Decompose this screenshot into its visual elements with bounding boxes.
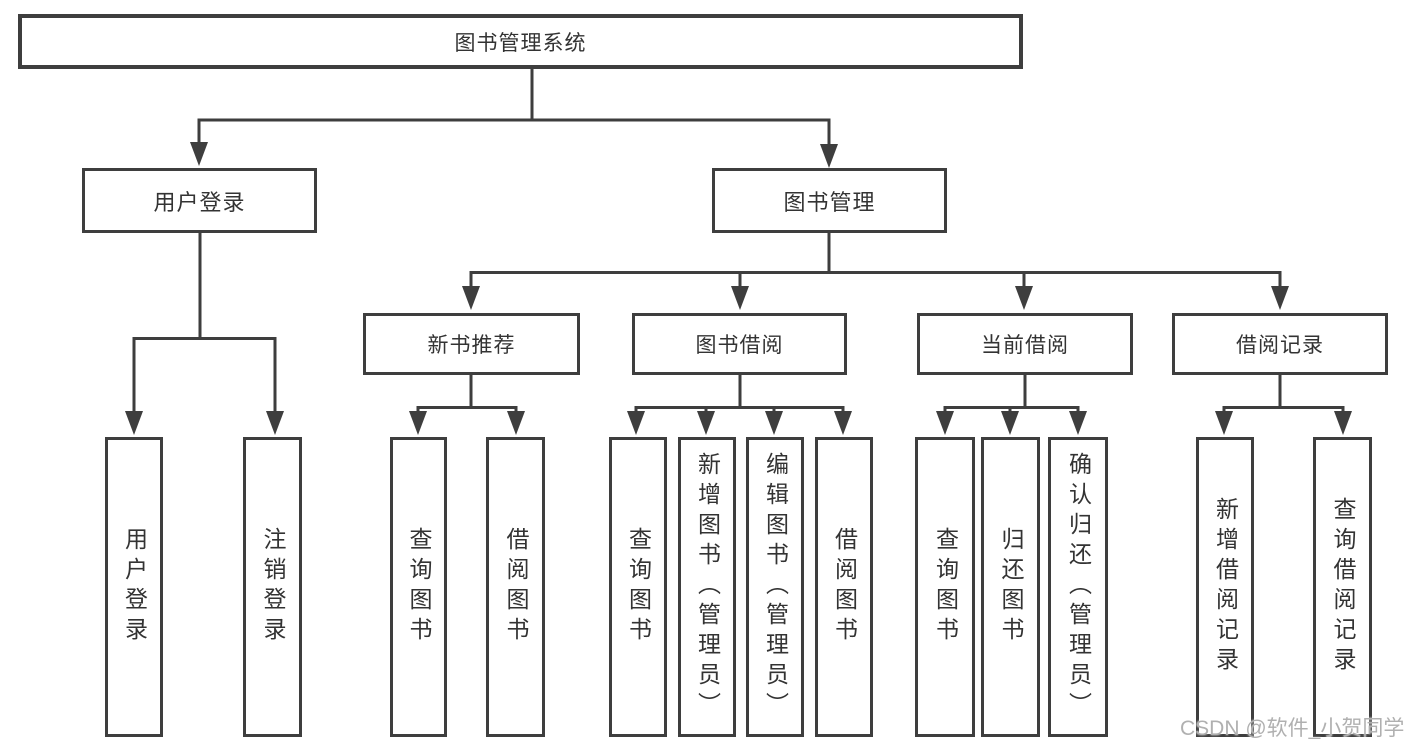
leaf-query-books-borrow: 查询图书: [609, 437, 667, 737]
node-book-borrowing: 图书借阅: [632, 313, 847, 375]
node-label: 图书管理系统: [454, 31, 587, 55]
leaf-borrow-books-recommend: 借阅图书: [486, 437, 545, 737]
node-label: 归还图书: [998, 527, 1024, 647]
leaf-query-borrow-record: 查询借阅记录: [1313, 437, 1372, 737]
node-label: 新增借阅记录: [1212, 497, 1239, 677]
leaf-confirm-return-admin: 确认归还（管理员）: [1048, 437, 1108, 737]
node-label: 当前借阅: [981, 334, 1069, 357]
node-label: 查询图书: [625, 527, 652, 647]
node-current-borrowing: 当前借阅: [917, 313, 1133, 375]
node-label: 借阅记录: [1236, 334, 1324, 357]
leaf-add-books-admin: 新增图书（管理员）: [678, 437, 736, 737]
node-label: 确认归还（管理员）: [1065, 452, 1092, 722]
node-user-login: 用户登录: [82, 168, 317, 233]
node-new-book-recommendation: 新书推荐: [363, 313, 580, 375]
leaf-user-login: 用户登录: [105, 437, 163, 737]
node-label: 借阅图书: [831, 527, 858, 647]
node-label: 新增图书（管理员）: [694, 452, 721, 722]
leaf-add-borrow-record: 新增借阅记录: [1196, 437, 1254, 737]
node-label: 查询图书: [932, 527, 959, 647]
node-label: 查询借阅记录: [1330, 497, 1356, 677]
leaf-return-books: 归还图书: [981, 437, 1040, 737]
csdn-watermark: CSDN @软件_小贺同学: [1180, 717, 1405, 740]
leaf-query-books-current: 查询图书: [915, 437, 975, 737]
leaf-borrow-books: 借阅图书: [815, 437, 873, 737]
node-library-management-system: 图书管理系统: [18, 14, 1023, 69]
leaf-logout: 注销登录: [243, 437, 302, 737]
node-label: 注销登录: [260, 527, 286, 647]
node-label: 用户登录: [153, 189, 246, 215]
node-borrowing-records: 借阅记录: [1172, 313, 1388, 375]
node-label: 查询图书: [406, 527, 432, 647]
leaf-query-books-recommend: 查询图书: [390, 437, 447, 737]
node-label: 图书管理: [783, 189, 876, 215]
node-label: 新书推荐: [427, 334, 516, 357]
node-label: 用户登录: [121, 527, 148, 647]
node-book-management: 图书管理: [712, 168, 947, 233]
node-label: 图书借阅: [695, 334, 784, 357]
node-label: 编辑图书（管理员）: [762, 452, 789, 722]
node-label: 借阅图书: [503, 527, 529, 647]
leaf-edit-books-admin: 编辑图书（管理员）: [746, 437, 804, 737]
